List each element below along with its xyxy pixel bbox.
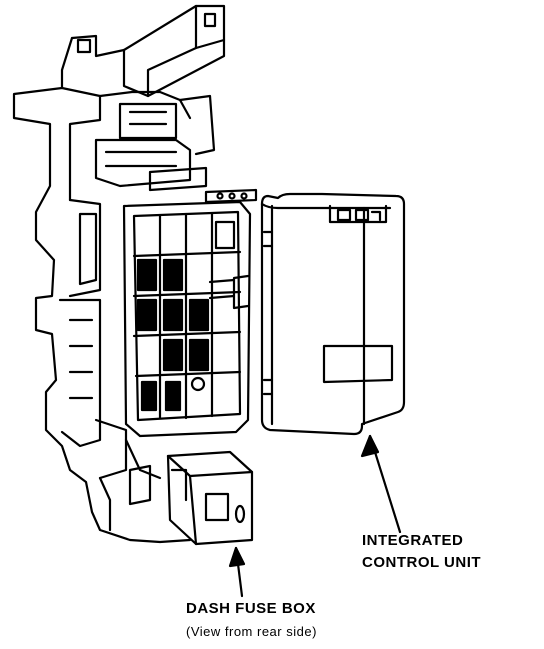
fuse-box-label-line1: DASH FUSE BOX [186,600,316,617]
control-unit-label-line1: INTEGRATED [362,532,464,549]
fuse-box-arrow [228,546,246,598]
dash-fuse-box [12,4,258,546]
control-unit-arrow [360,434,402,534]
control-unit-label-line2: CONTROL UNIT [362,554,482,571]
integrated-control-unit [260,192,406,436]
fuse-box-label-line2: (View from rear side) [186,624,317,639]
